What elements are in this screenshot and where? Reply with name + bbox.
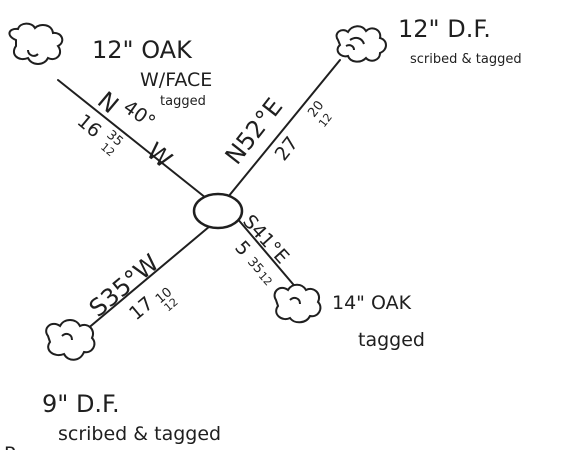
bearing-sw: S35°W 17 10 12 bbox=[84, 249, 181, 325]
se-tree-size-species: 14" OAK bbox=[332, 292, 412, 314]
footer-mark: P bbox=[4, 443, 15, 450]
line-to-ne-tree bbox=[227, 59, 341, 198]
sw-tree-size-species: 9" D.F. bbox=[42, 390, 120, 418]
ne-tree-size-species: 12" D.F. bbox=[398, 15, 491, 43]
sw-tree-status: scribed & tagged bbox=[58, 423, 221, 445]
tree-label-sw: 9" D.F. scribed & tagged bbox=[42, 390, 221, 445]
se-distance-whole: 5 bbox=[230, 237, 254, 261]
se-tree-status: tagged bbox=[358, 329, 425, 351]
tree-label-ne: 12" D.F. scribed & tagged bbox=[398, 15, 522, 67]
tree-icon-ne bbox=[335, 25, 387, 63]
tree-icon-se bbox=[273, 283, 322, 324]
nw-angle: 40° bbox=[119, 96, 159, 133]
corner-center-oval bbox=[192, 192, 244, 230]
tree-icon-sw bbox=[45, 319, 96, 361]
line-to-sw-tree bbox=[85, 225, 211, 331]
ne-distance-whole: 27 bbox=[271, 132, 303, 165]
tree-label-nw: 12" OAK W/FACE tagged bbox=[92, 36, 212, 109]
ne-tree-status: scribed & tagged bbox=[410, 52, 522, 67]
tree-icon-nw bbox=[8, 22, 64, 65]
tree-label-se: 14" OAK tagged bbox=[332, 292, 425, 351]
line-to-se-tree bbox=[235, 216, 299, 291]
nw-tree-status: tagged bbox=[160, 94, 206, 109]
nw-tree-note: W/FACE bbox=[140, 69, 212, 91]
nw-n-letter: N bbox=[92, 86, 124, 119]
nw-tree-size-species: 12" OAK bbox=[92, 36, 193, 64]
line-to-nw-tree bbox=[57, 79, 207, 199]
bearing-ne: N52°E 27 20 12 bbox=[220, 93, 335, 170]
nw-w-letter: W bbox=[141, 137, 177, 174]
